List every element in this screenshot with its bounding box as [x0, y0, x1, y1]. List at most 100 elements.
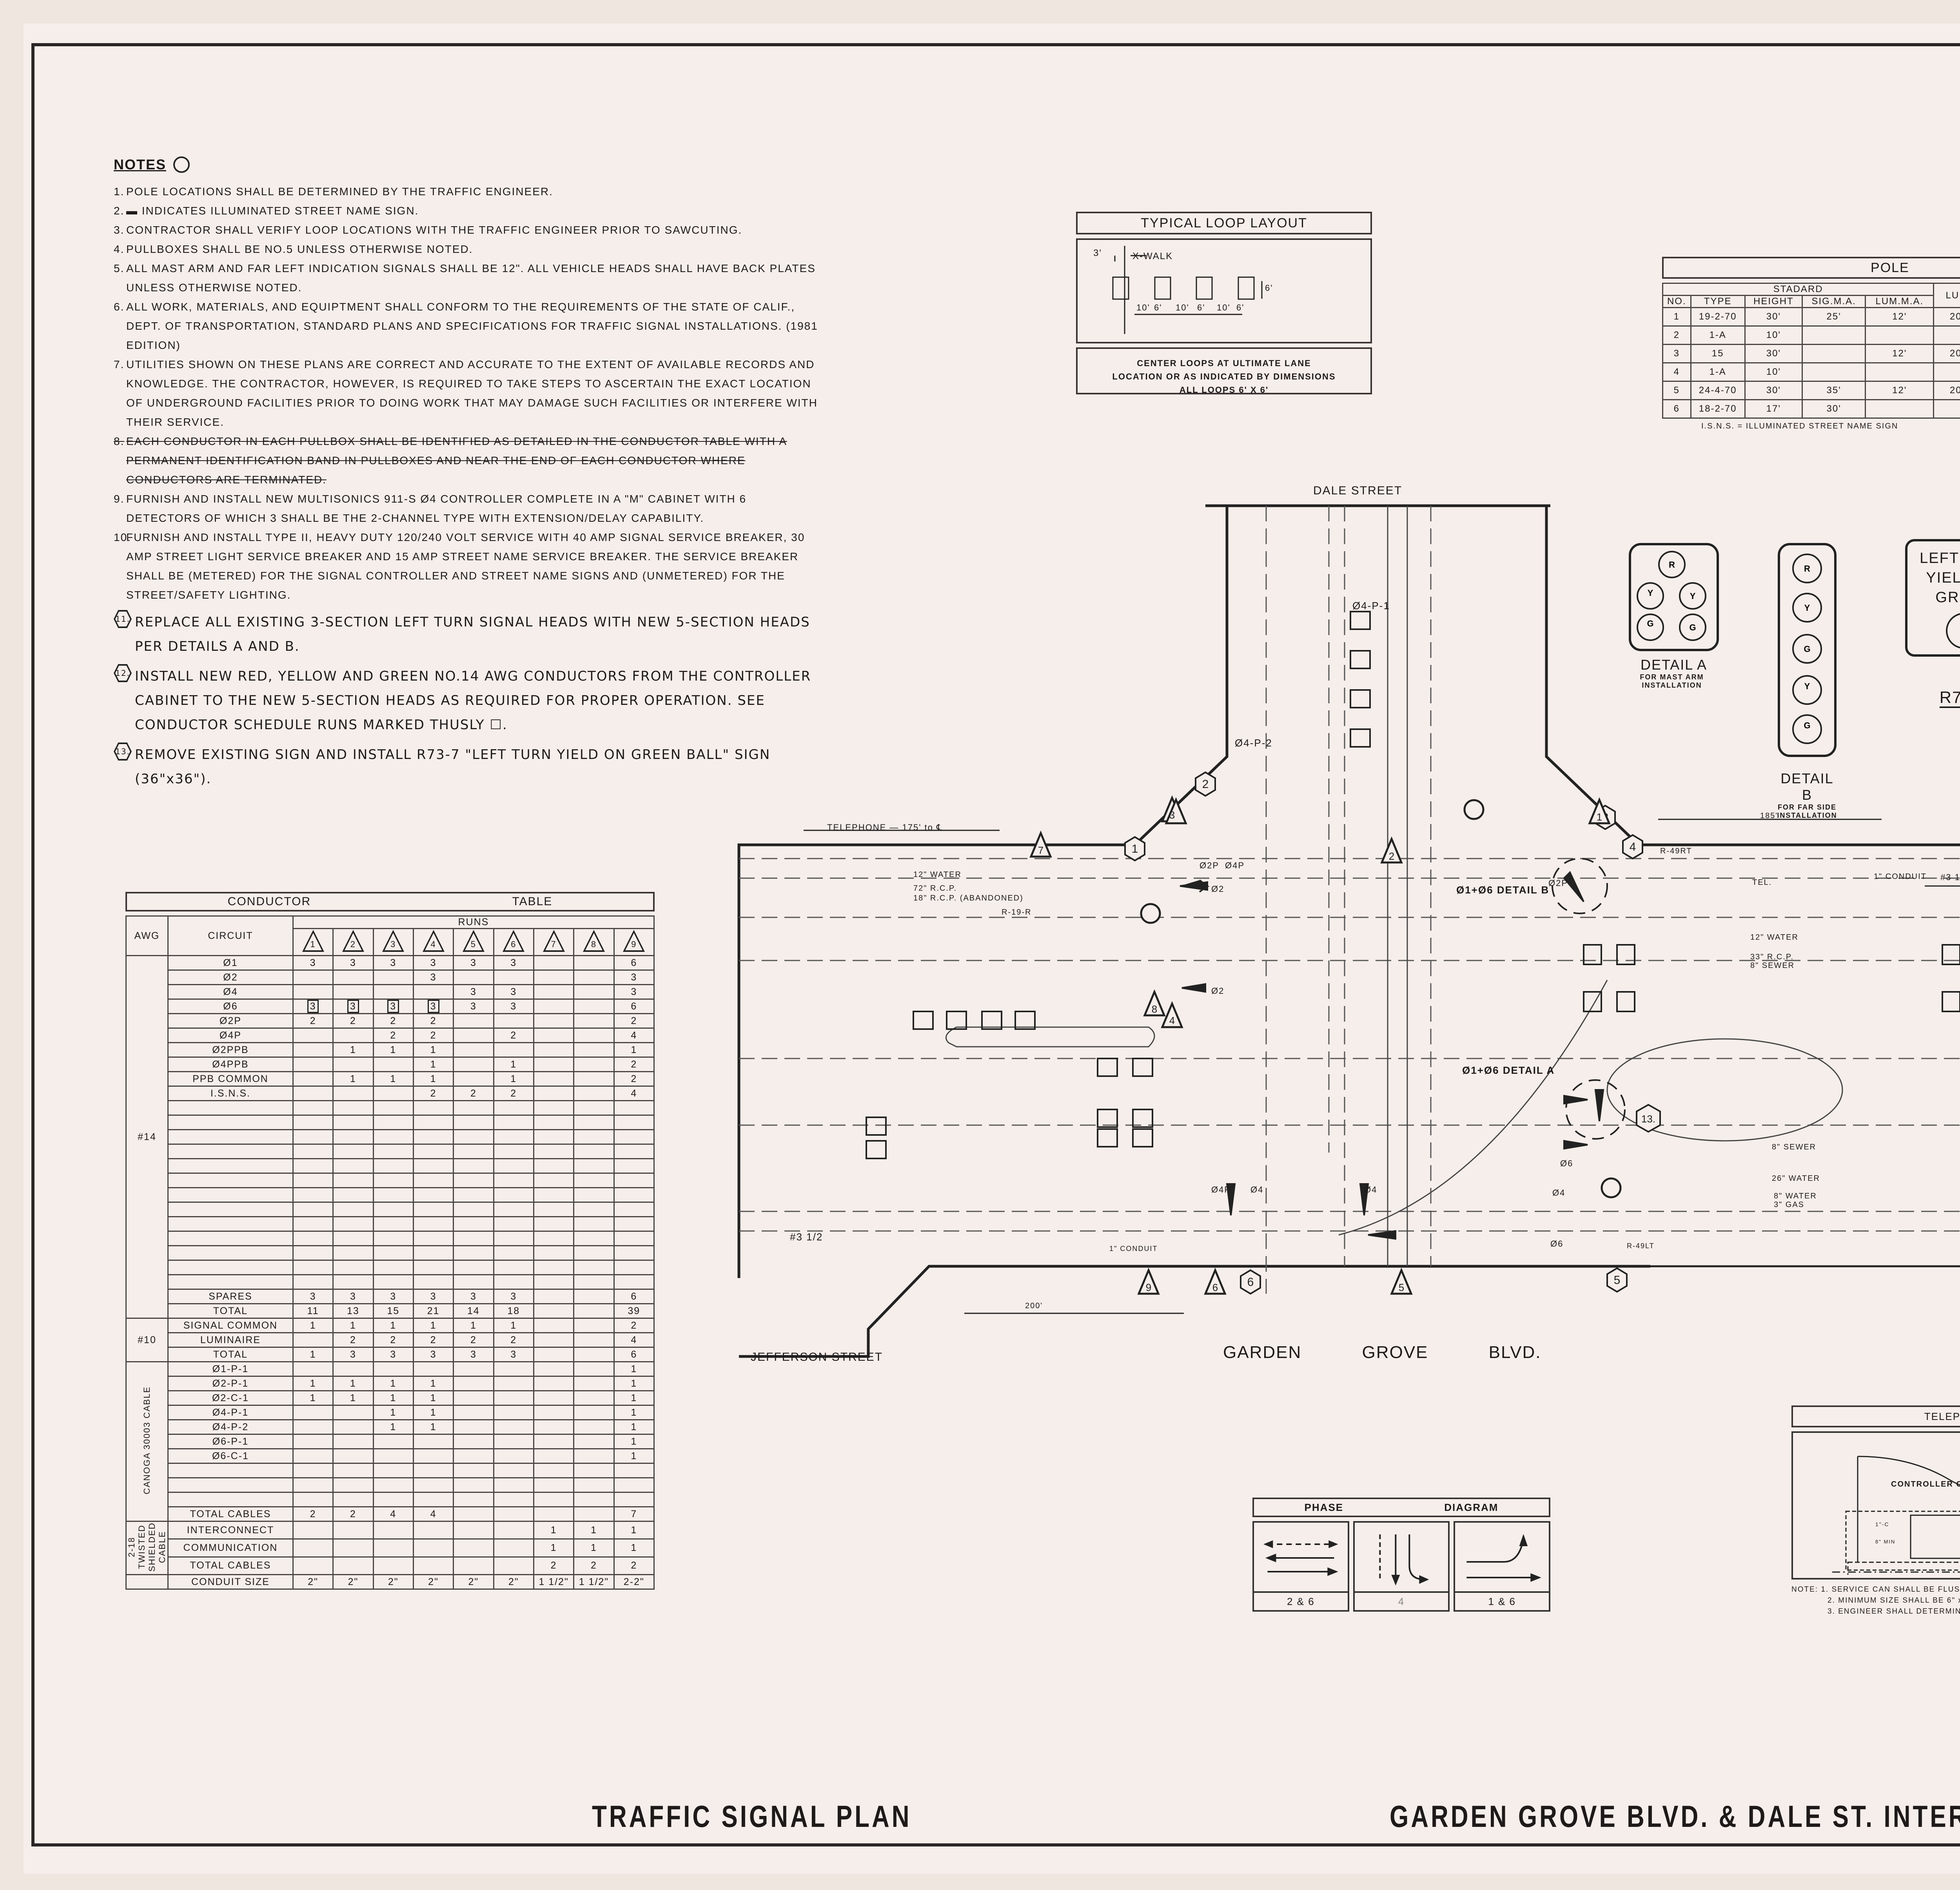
run-cell: 4: [613, 1332, 655, 1348]
run-cell: 1: [613, 1042, 655, 1058]
sign-line: YIELD ON: [1926, 570, 1960, 586]
revision-text: INSTALL NEW RED, YELLOW AND GREEN NO.14 …: [135, 668, 811, 733]
run-cell: [533, 1405, 575, 1420]
blank-cell: [372, 1245, 414, 1261]
run-cell: [573, 1057, 615, 1072]
run-cell: 3: [412, 970, 454, 985]
run-cell: 2": [332, 1574, 374, 1590]
pole-cell: 35': [1802, 381, 1866, 400]
utility-label: 1" CONDUIT: [1109, 1245, 1158, 1253]
col-runs: RUNS: [292, 915, 655, 929]
run-cell: 1: [412, 1042, 454, 1058]
run-triangle: 2: [332, 928, 374, 956]
run-cell: 1: [292, 1347, 334, 1362]
run-cell: [292, 1057, 334, 1072]
blank-cell: [167, 1477, 294, 1493]
run-cell: 3: [493, 999, 534, 1014]
awg-label: #10: [138, 1334, 156, 1345]
blank-cell: [613, 1100, 655, 1116]
pole-col-header: TYPE: [1690, 295, 1746, 308]
blank-cell: [332, 1144, 374, 1159]
run-cell: 6: [613, 999, 655, 1014]
blank-cell: [167, 1216, 294, 1232]
triangle-icon: 2: [342, 930, 364, 952]
blank-cell: [332, 1129, 374, 1145]
run-cell: [292, 1419, 334, 1435]
run-cell: [292, 1538, 334, 1558]
note-number: 4.: [114, 243, 125, 255]
run-cell: 3: [332, 955, 374, 971]
blank-cell: [613, 1158, 655, 1174]
run-cell: [453, 1405, 494, 1420]
run-cell: [533, 1361, 575, 1377]
phase-label: Ø2P: [1548, 878, 1568, 888]
run-cell: 1: [412, 1405, 454, 1420]
run-cell: 1: [372, 1405, 414, 1420]
loop-layout-note: CENTER LOOPS AT ULTIMATE LANE LOCATION O…: [1076, 347, 1372, 395]
detector-label: Ø4-P-1: [1352, 600, 1390, 612]
run-number: 6: [511, 939, 517, 949]
run-cell: [453, 1506, 494, 1522]
blank-row: [126, 1100, 655, 1116]
run-cell: 3: [412, 1289, 454, 1304]
title-part: TABLE: [512, 895, 553, 908]
run-cell: [453, 1057, 494, 1072]
dimension-label: 185': [1760, 812, 1778, 820]
run-cell: [493, 1538, 534, 1558]
dim: 6': [1236, 303, 1245, 312]
pole-cell: 1-A: [1690, 325, 1746, 345]
dim: 10': [1217, 303, 1230, 312]
run-cell: [533, 1332, 575, 1348]
run-cell: [412, 984, 454, 1000]
conduit-label: 1"-C: [1875, 1521, 1889, 1527]
blank-row: [126, 1173, 655, 1188]
note-item: 6.ALL WORK, MATERIALS, AND EQUIPTMENT SH…: [114, 297, 819, 355]
run-cell: [412, 1520, 454, 1540]
phase-label: Ø2: [1211, 884, 1225, 894]
run-cell: 3: [493, 1347, 534, 1362]
tel-note: 2. MINIMUM SIZE SHALL BE 6" x 8" x 4". U…: [1828, 1596, 1960, 1605]
run-cell: [573, 984, 615, 1000]
tel-note: 3. ENGINEER SHALL DETERMINE FINAL LOCATI…: [1828, 1607, 1960, 1616]
circuit-cell: I.S.N.S.: [167, 1086, 294, 1101]
blank-row: [126, 1463, 655, 1478]
run-cell: [332, 1520, 374, 1540]
utility-label: 12" WATER: [1750, 933, 1798, 942]
blank-cell: [533, 1463, 575, 1478]
blank-cell: [292, 1477, 334, 1493]
blank-cell: [292, 1187, 334, 1203]
run-cell: 3: [372, 1347, 414, 1362]
run-cell: [292, 1556, 334, 1576]
run-cell: [533, 984, 575, 1000]
run-cell: [573, 1376, 615, 1391]
note-line: LOCATION OR AS INDICATED BY DIMENSIONS: [1112, 372, 1336, 381]
blank-cell: [167, 1115, 294, 1130]
title-part: PHASE: [1304, 1501, 1344, 1513]
pole-cell: 30': [1744, 307, 1803, 327]
run-cell: [573, 1405, 615, 1420]
cabinet-label: CONTROLLER CABINET: [1891, 1480, 1960, 1489]
blank-cell: [332, 1274, 374, 1290]
run-triangle: 8: [573, 928, 615, 956]
awg-label: 2-18 TWISTED SHIELDED CABLE: [127, 1522, 167, 1572]
loop-layout-diagram: 3' X-WALK 10' 6' 10' 6' 10' 6' 6': [1076, 238, 1372, 343]
blank-cell: [573, 1158, 615, 1174]
col-circuit: CIRCUIT: [167, 915, 294, 956]
pole-footnote: I.S.N.S. = ILLUMINATED STREET NAME SIGN: [1701, 422, 1898, 430]
sign-line: LEFT TURN: [1920, 550, 1960, 566]
run-cell: 1 1/2": [533, 1574, 575, 1590]
run-cell: 2": [453, 1574, 494, 1590]
pole-cell: [1802, 344, 1866, 363]
street-jefferson: JEFFERSON STREET: [751, 1351, 883, 1363]
blank-cell: [533, 1129, 575, 1145]
sheet-subtitle: GARDEN GROVE BLVD. & DALE ST. INTERSECTI…: [1390, 1800, 1960, 1834]
phase-arrows-icon: [1379, 1534, 1429, 1586]
circuit-cell: LUMINAIRE: [167, 1332, 294, 1348]
run-cell: [533, 1448, 575, 1464]
revision-number: 12.: [115, 666, 130, 681]
